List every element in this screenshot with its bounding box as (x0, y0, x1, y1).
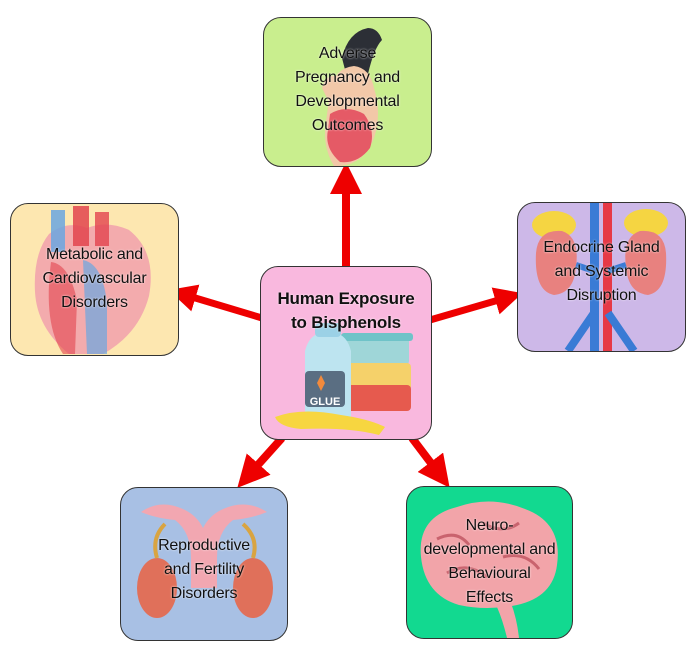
pregnancy-line-3: Developmental (295, 93, 400, 110)
center-line-2: to Bisphenols (291, 313, 401, 332)
arrow-to-endocrine (429, 287, 523, 324)
heart-icon (34, 206, 151, 354)
arrow-to-metabolic (168, 284, 264, 322)
reproductive-line-2: and Fertility (163, 561, 245, 578)
uterus-icon (137, 504, 273, 618)
pregnancy-line-1: Adverse (318, 45, 377, 62)
kidneys-icon (532, 203, 668, 351)
endocrine-label: Endocrine Gland and Systemic Disruption (518, 236, 685, 308)
metabolic-label: Metabolic and Cardiovascular Disorders (11, 243, 178, 315)
pregnancy-label: Adverse Pregnancy and Developmental Outc… (264, 42, 431, 138)
neuro-line-2: developmental and (423, 541, 556, 558)
node-pregnancy: Adverse Pregnancy and Developmental Outc… (263, 17, 432, 167)
metabolic-line-3: Disorders (61, 294, 128, 311)
plastic-containers-icon: GLUE (275, 323, 413, 435)
node-center: GLUE Human Exposure to Bisphenols (260, 266, 432, 440)
endocrine-line-3: Disruption (566, 287, 637, 304)
node-metabolic: Metabolic and Cardiovascular Disorders (10, 203, 179, 356)
glue-text: GLUE (310, 396, 341, 408)
pregnancy-line-4: Outcomes (311, 117, 384, 134)
arrow-to-neuro (408, 435, 450, 488)
endocrine-line-1: Endocrine Gland (543, 239, 660, 256)
reproductive-label: Reproductive and Fertility Disorders (121, 534, 287, 606)
node-reproductive: Reproductive and Fertility Disorders (120, 487, 288, 641)
neuro-line-3: Behavioural (448, 565, 531, 582)
reproductive-line-3: Disorders (170, 585, 238, 602)
pregnancy-line-2: Pregnancy and (294, 69, 401, 86)
metabolic-line-1: Metabolic and (45, 246, 144, 263)
metabolic-line-2: Cardiovascular (42, 270, 147, 287)
reproductive-line-1: Reproductive (158, 537, 250, 554)
pregnant-woman-icon (322, 28, 382, 166)
center-line-1: Human Exposure (277, 289, 415, 308)
center-label: Human Exposure to Bisphenols (261, 287, 431, 335)
neuro-line-1: Neuro- (465, 517, 514, 534)
arrow-to-reproductive (237, 435, 285, 488)
neuro-label: Neuro- developmental and Behavioural Eff… (407, 514, 572, 610)
neuro-line-4: Effects (465, 589, 514, 606)
endocrine-line-2: and Systemic (554, 263, 649, 280)
node-neuro: Neuro- developmental and Behavioural Eff… (406, 486, 573, 639)
brain-icon (420, 501, 558, 638)
node-endocrine: Endocrine Gland and Systemic Disruption (517, 202, 686, 352)
